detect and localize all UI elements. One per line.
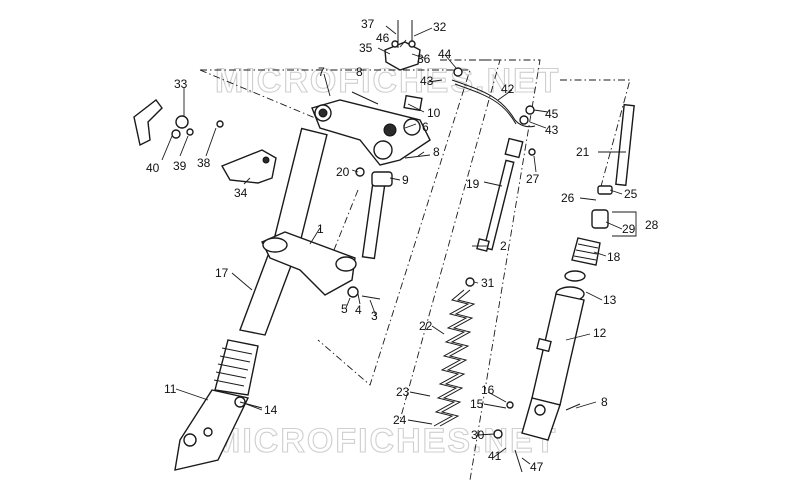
assembly-guide-lines xyxy=(199,59,631,481)
callout-19: 19 xyxy=(466,177,480,191)
callout-31: 31 xyxy=(481,276,495,290)
callout-20: 20 xyxy=(336,165,350,179)
callout-13: 13 xyxy=(603,293,617,307)
callout-43-top: 43 xyxy=(420,74,434,88)
handlebar-clamp xyxy=(384,20,421,71)
fork-spring xyxy=(433,289,476,427)
callout-25: 25 xyxy=(624,187,638,201)
callout-8-top: 8 xyxy=(356,65,363,79)
damper-rod xyxy=(465,137,524,287)
callout-28: 28 xyxy=(645,218,659,232)
callout-15: 15 xyxy=(470,397,484,411)
callout-5: 5 xyxy=(341,302,348,316)
callout-33: 33 xyxy=(174,77,188,91)
callout-1: 1 xyxy=(317,222,324,236)
callout-30: 30 xyxy=(471,428,485,442)
leader-lines xyxy=(161,25,637,465)
callout-43-bottom: 43 xyxy=(545,123,559,137)
callout-16: 16 xyxy=(481,383,495,397)
callout-2: 2 xyxy=(500,239,507,253)
callout-36: 36 xyxy=(417,52,431,66)
callout-11: 11 xyxy=(164,382,177,396)
callout-8-bottom: 8 xyxy=(601,395,608,409)
callout-labels: 37 32 46 36 35 44 7 8 43 10 6 42 45 43 3… xyxy=(146,17,659,474)
upper-triple-clamp xyxy=(311,94,431,166)
lever-part xyxy=(133,99,224,147)
callout-18: 18 xyxy=(607,250,621,264)
callout-10: 10 xyxy=(427,106,441,120)
callout-27: 27 xyxy=(526,172,540,186)
callout-14: 14 xyxy=(264,403,278,417)
callout-34: 34 xyxy=(234,186,248,200)
watermark-top: MICROFICHES.NET xyxy=(215,62,560,100)
callout-4: 4 xyxy=(355,303,362,317)
callout-17: 17 xyxy=(215,266,229,280)
callout-22: 22 xyxy=(419,319,433,333)
callout-37: 37 xyxy=(361,17,375,31)
callout-23: 23 xyxy=(396,385,410,399)
callout-8-mid: 8 xyxy=(433,145,440,159)
callout-3: 3 xyxy=(371,309,378,323)
callout-9: 9 xyxy=(402,173,409,187)
callout-38: 38 xyxy=(197,156,211,170)
callout-42: 42 xyxy=(501,82,515,96)
callout-40: 40 xyxy=(146,161,160,175)
callout-24: 24 xyxy=(393,413,407,427)
callout-29: 29 xyxy=(622,222,636,236)
callout-35: 35 xyxy=(359,41,373,55)
callout-47: 47 xyxy=(530,460,544,474)
left-fork-leg xyxy=(174,127,328,471)
callout-32: 32 xyxy=(433,20,447,34)
callout-26: 26 xyxy=(561,191,575,205)
callout-46: 46 xyxy=(376,31,390,45)
callout-41: 41 xyxy=(488,449,502,463)
callout-12: 12 xyxy=(593,326,607,340)
callout-44: 44 xyxy=(438,47,452,61)
right-fork-leg xyxy=(521,103,635,441)
callout-45: 45 xyxy=(545,107,559,121)
fasteners xyxy=(239,91,581,473)
watermark-bottom: MICROFICHES.NET xyxy=(212,422,557,460)
cable xyxy=(451,67,536,128)
callout-39: 39 xyxy=(173,159,187,173)
lower-triple-clamp xyxy=(261,171,393,300)
callout-6: 6 xyxy=(422,120,429,134)
side-bracket xyxy=(220,149,277,184)
callout-21: 21 xyxy=(576,145,590,159)
callout-7: 7 xyxy=(318,65,325,79)
